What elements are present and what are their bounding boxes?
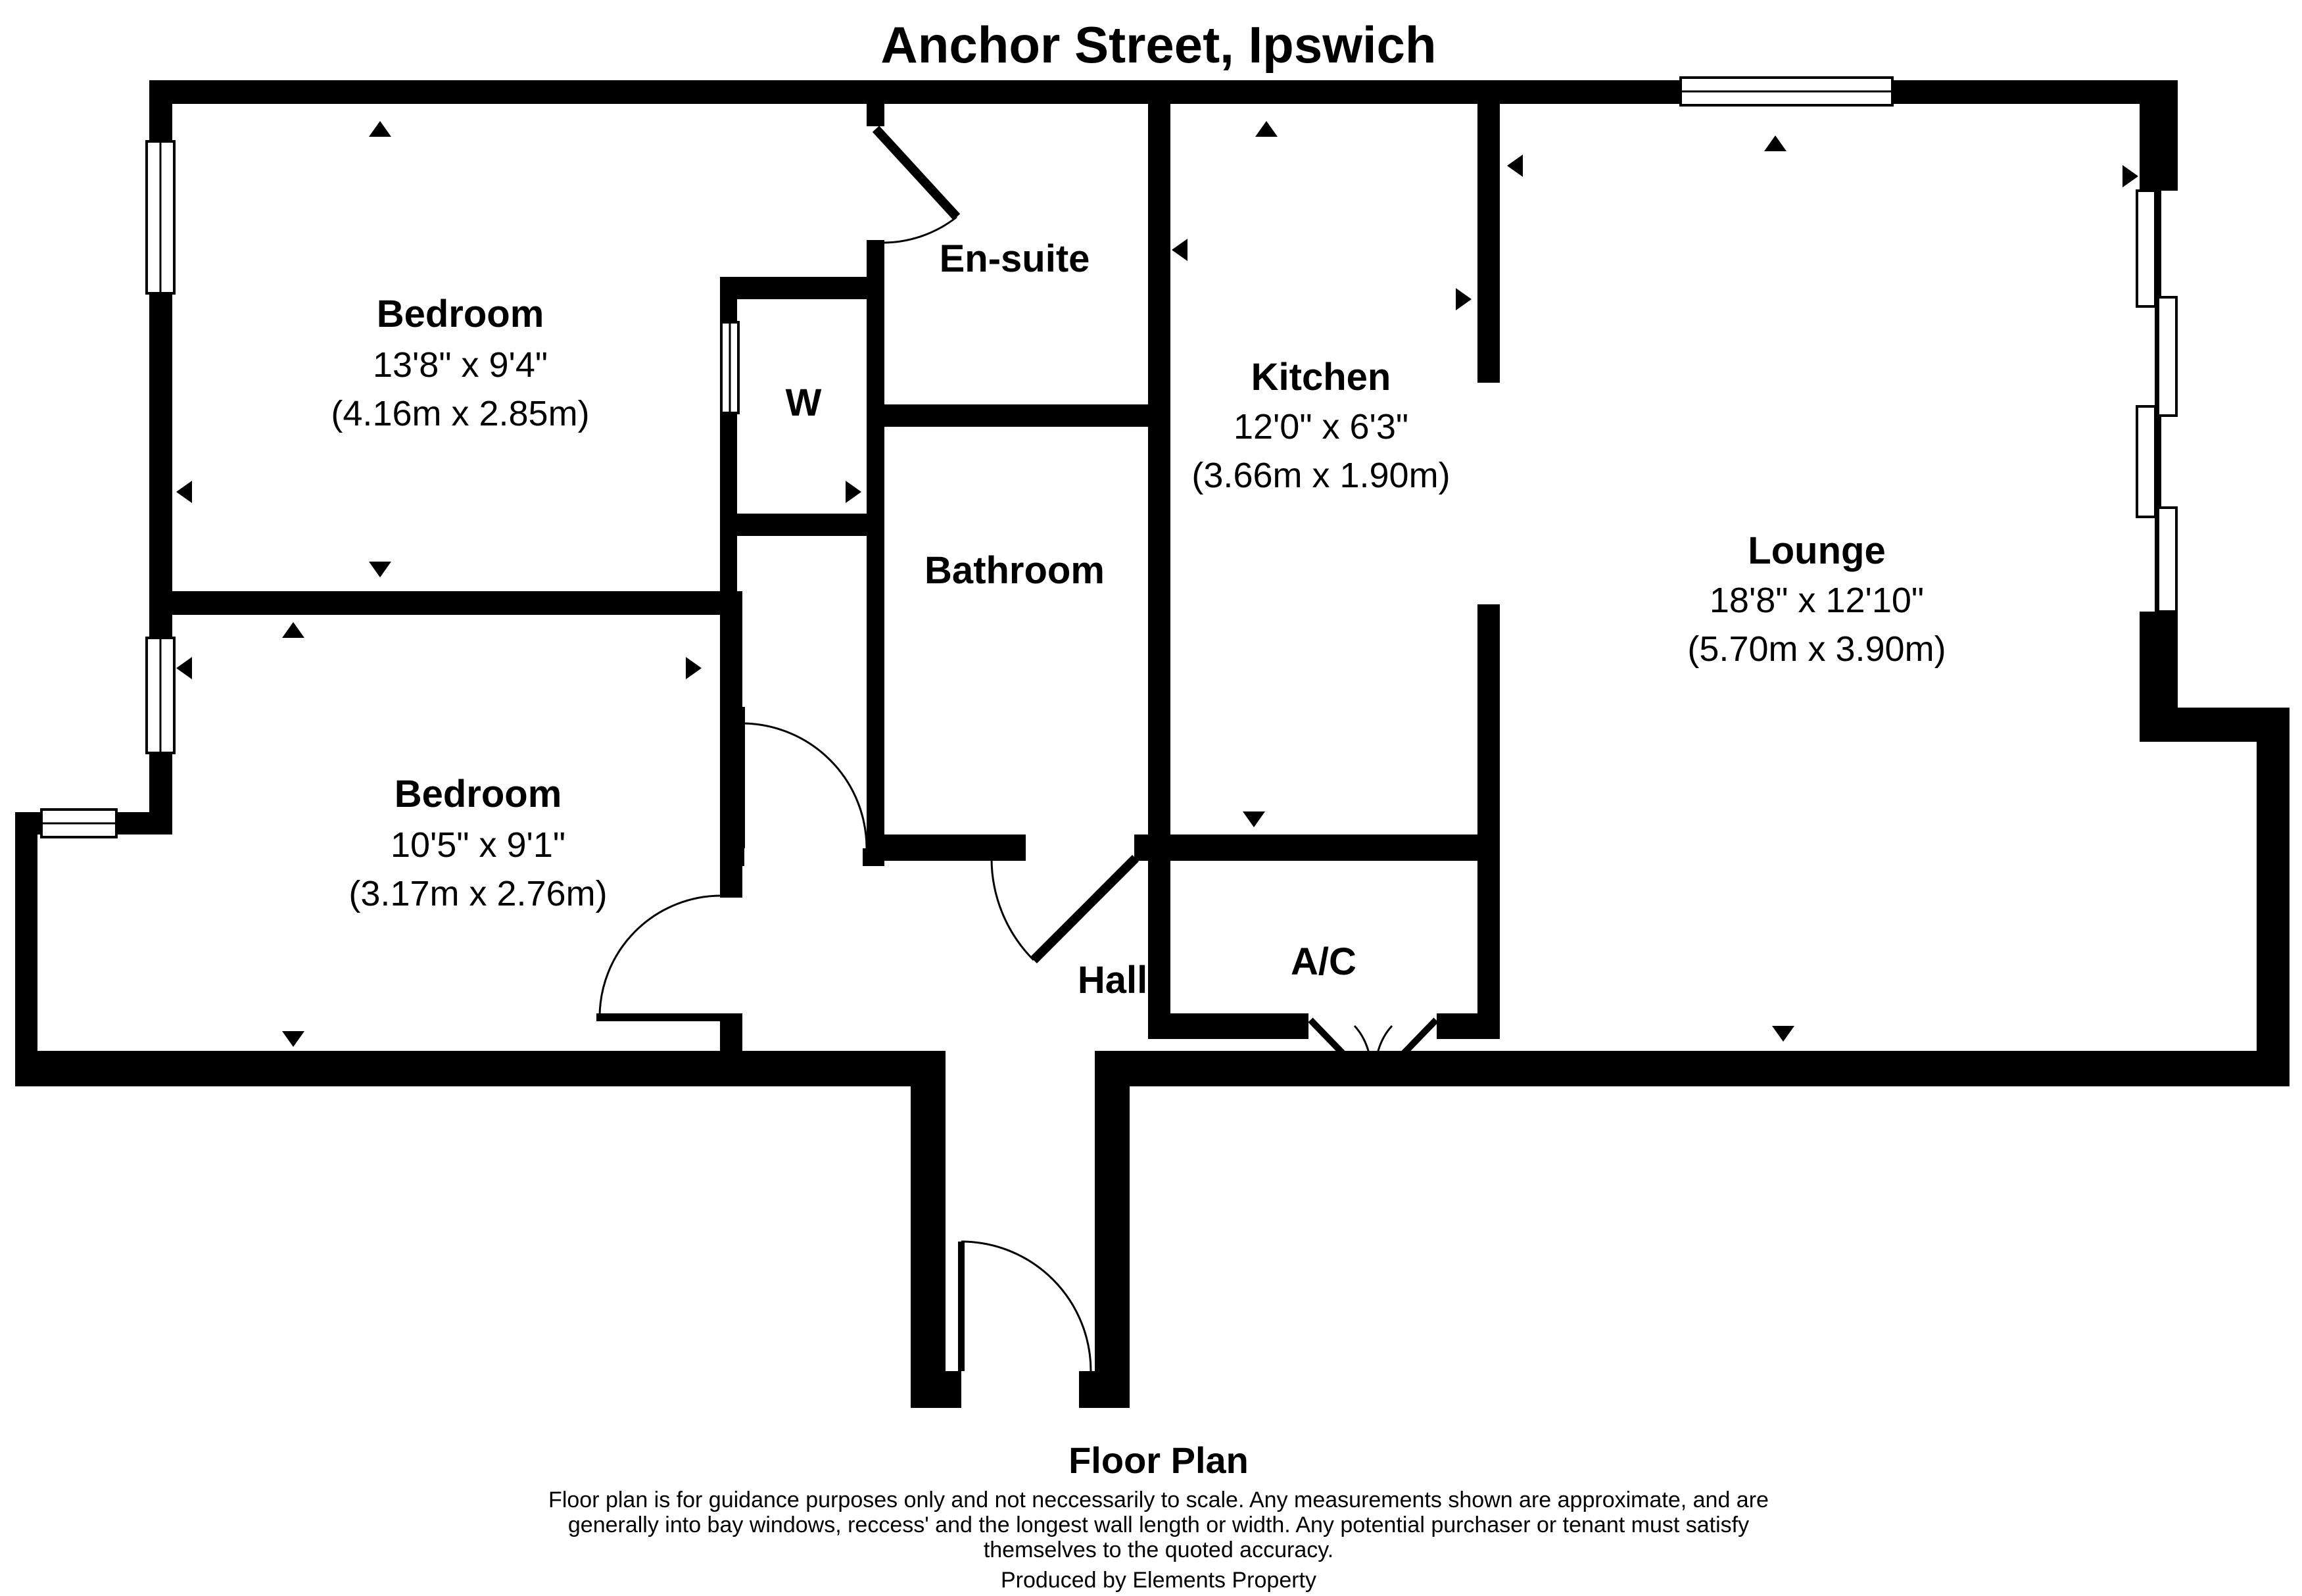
inner-hall-door-arc [741,722,868,849]
kitchen-left-wall [1148,104,1170,1039]
disclaimer-line-2: generally into bay windows, reccess' and… [568,1512,1749,1537]
arrow-down-bedroom2 [282,1031,304,1047]
top-wall-right-segment [1892,80,2178,104]
bottom-wall-left [15,1051,946,1086]
bedroom2-right-wall-stub [720,1013,742,1086]
ensuite-door [872,126,961,244]
right-wall-top-block [2140,80,2178,191]
bedroom2-door [596,894,722,1021]
kitchen-lounge-divider-upper [1477,104,1500,383]
arrow-down-bedroom1 [369,562,391,577]
airing-cupboard-top-wall [1170,834,1477,861]
kitchen-dims-metric: (3.66m x 1.90m) [1191,456,1450,495]
disclaimer-line-1: Floor plan is for guidance purposes only… [548,1487,1769,1512]
bathroom-door [990,855,1139,963]
kitchen-dims-imperial: 12'0" x 6'3" [1234,407,1408,447]
bathroom-label: Bathroom [924,549,1105,592]
lounge-dims-metric: (5.70m x 3.90m) [1687,629,1946,669]
bedroom2-label: Bedroom [395,773,562,815]
entry-door [958,1240,1092,1372]
bottom-wall-right [1095,1051,2290,1086]
arrow-right-bedroom2 [686,657,702,679]
arrow-down-lounge [1772,1026,1794,1042]
arrow-left-lounge [1507,155,1523,177]
bathroom-left-wall-foot [863,848,884,866]
arrow-left-bedroom2 [176,657,192,679]
window-lounge-right-1 [2136,189,2157,308]
footer-credit: Produced by Elements Property [1001,1568,1316,1593]
bedroom1-label: Bedroom [377,293,544,335]
inner-walls [149,104,1500,1408]
vestibule-right-wall [1095,1086,1130,1408]
vestibule-foot-block-right [1079,1371,1130,1408]
kitchen-label: Kitchen [1251,356,1391,399]
window-bay-bottom-left [40,808,118,838]
footer: Floor Plan Floor plan is for guidance pu… [548,1439,1769,1593]
airing-cupboard-bottom-wall-left [1170,1013,1308,1039]
window-lounge-right-3 [2136,405,2157,518]
doors [596,126,1439,1372]
window-lounge-right-4 [2157,506,2178,613]
arrow-up-kitchen [1255,121,1278,137]
arrow-right-lounge [2122,165,2138,187]
outer-left-lower-wall [15,812,37,1086]
bedroom2-dims-imperial: 10'5" x 9'1" [391,825,565,865]
arrow-up-lounge [1764,135,1786,151]
bedroom2-right-wall [720,591,742,898]
arrow-left-bedroom1 [176,481,192,503]
window-top-lounge [1679,76,1894,107]
window-bedroom2-left [145,637,176,754]
outer-walls [15,80,2290,1086]
ensuite-label: En-suite [940,237,1090,280]
bathroom-bottom-wall-left [884,834,1026,861]
hall-label: Hall [1078,959,1147,1002]
arrow-up-bedroom1 [369,121,391,137]
lounge-label: Lounge [1748,529,1885,572]
inner-hall-door-leaf [739,707,745,848]
disclaimer-line-3: themselves to the quoted accuracy. [984,1537,1333,1562]
windows [40,76,2178,838]
kitchen-lounge-divider-lower [1477,604,1500,1039]
bedroom1-dims-metric: (4.16m x 2.85m) [331,394,589,433]
wardrobe-door [720,321,740,414]
vestibule-left-wall [911,1086,946,1408]
airing-cupboard-bottom-wall-right [1437,1013,1477,1039]
arrow-right-kitchen [1456,288,1472,310]
inner-hall-door-foot [731,848,744,866]
bathroom-left-wall [867,240,884,848]
window-bedroom1-left [145,140,176,295]
bedroom1-dims-imperial: 13'8" x 9'4" [373,345,548,385]
wardrobe-top-wall [720,277,867,299]
lounge-dims-imperial: 18'8" x 12'10" [1710,581,1924,620]
arrow-right-bedroom1 [846,481,861,503]
vestibule-foot-block-left [911,1371,961,1408]
footer-heading: Floor Plan [1068,1439,1249,1481]
bathroom-top-wall [884,404,1170,427]
top-wall-left-segment [149,80,1681,104]
room-labels: Bedroom 13'8" x 9'4" (4.16m x 2.85m) Bed… [331,237,1946,1002]
arrow-down-kitchen [1243,811,1265,827]
bedroom-divider-wall [149,591,720,615]
page-title: Anchor Street, Ipswich [880,16,1436,74]
bedroom2-dims-metric: (3.17m x 2.76m) [348,874,607,913]
airing-cupboard-double-doors [1308,1017,1439,1086]
arrow-left-kitchen [1172,239,1187,261]
wardrobe-label: W [786,381,822,424]
ensuite-door-jamb [867,104,884,126]
airing-cupboard-label: A/C [1291,940,1356,983]
bedroom1-right-wall-lower [720,536,737,615]
right-outer-lower-wall [2257,708,2290,1086]
wardrobe-bottom-wall [720,514,867,536]
measurement-markers [176,121,2138,1047]
arrow-up-bedroom2 [282,622,304,638]
window-lounge-right-2 [2157,296,2178,417]
